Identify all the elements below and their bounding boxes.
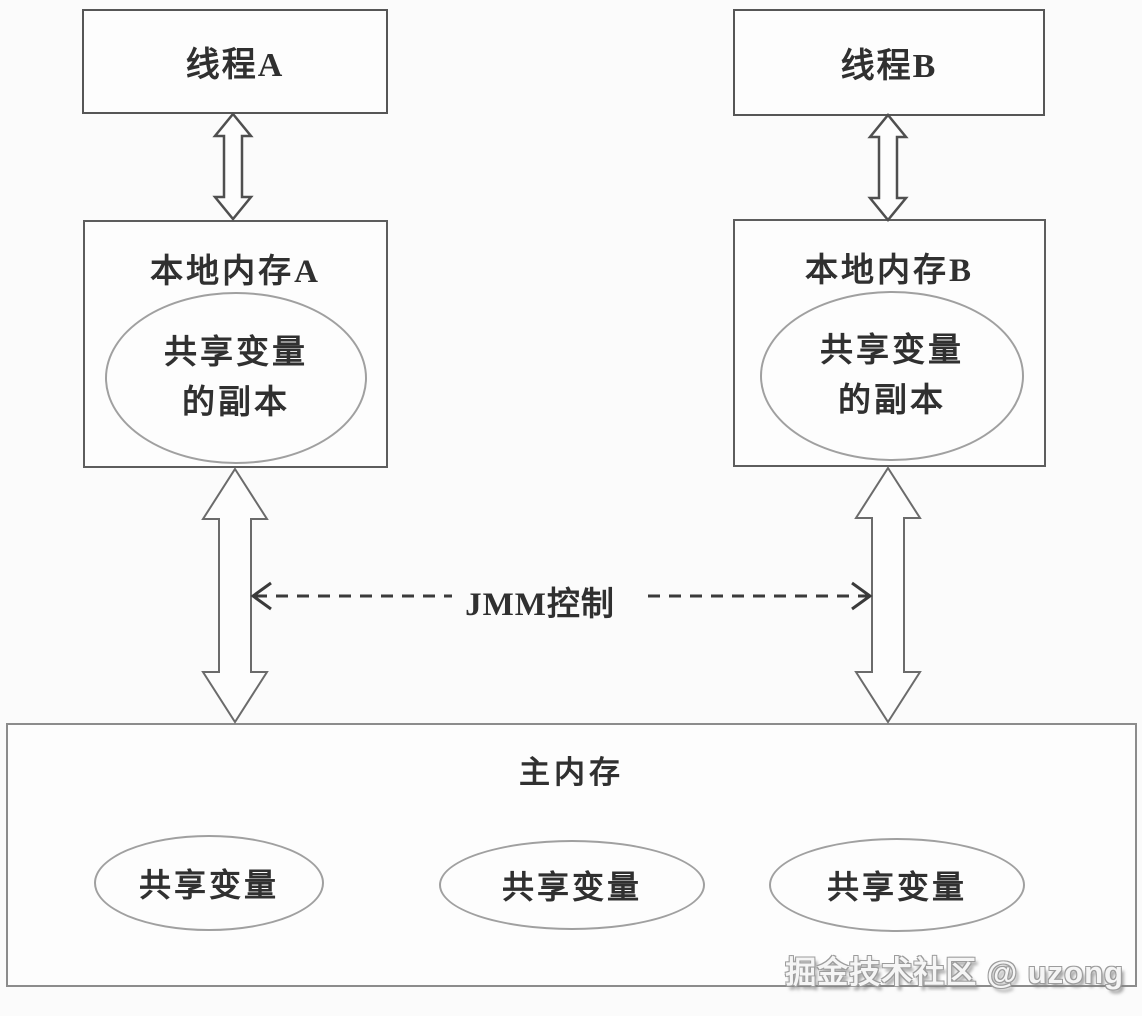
shared-variable-copy-b-line2: 的副本 [838, 383, 946, 419]
main-shared-variable-1-label: 共享变量 [138, 867, 279, 903]
shared-variable-copy-a-label: 共享变量 的副本 [164, 328, 308, 428]
watermark-text: 掘金技术社区 @ uzong [785, 955, 1124, 990]
double-arrow-thread-a-local-a-icon [212, 112, 254, 221]
double-arrow-thread-b-local-b-icon [867, 113, 909, 222]
local-memory-b-box: 本地内存B 共享变量 的副本 [733, 219, 1046, 467]
shared-variable-copy-a-line1: 共享变量 [164, 335, 308, 371]
shared-variable-copy-b-label: 共享变量 的副本 [820, 326, 964, 426]
main-shared-variable-3-label: 共享变量 [826, 869, 967, 905]
shared-variable-copy-b-line1: 共享变量 [820, 333, 964, 369]
shared-variable-copy-a-ellipse: 共享变量 的副本 [105, 292, 367, 464]
shared-variable-copy-a-line2: 的副本 [182, 385, 290, 421]
main-shared-variable-3-ellipse: 共享变量 [769, 838, 1025, 932]
main-shared-variable-1-ellipse: 共享变量 [94, 835, 324, 931]
main-memory-title: 主内存 [519, 755, 624, 790]
main-shared-variable-2-label: 共享变量 [501, 869, 642, 905]
local-memory-b-title: 本地内存B [804, 253, 974, 289]
main-memory-box: 主内存 共享变量 共享变量 共享变量 [6, 723, 1137, 987]
main-shared-variable-2-ellipse: 共享变量 [439, 840, 705, 930]
local-memory-a-box: 本地内存A 共享变量 的副本 [83, 220, 388, 468]
thread-b-label: 线程B [840, 48, 938, 85]
thread-a-box: 线程A [82, 9, 388, 114]
double-arrow-local-b-main-memory-icon [854, 466, 922, 724]
double-arrow-local-a-main-memory-icon [201, 467, 269, 724]
thread-b-box: 线程B [733, 9, 1045, 116]
local-memory-a-title: 本地内存A [150, 254, 321, 290]
jmm-dashed-arrowhead-left-icon [250, 581, 272, 611]
jmm-control-label: JMM控制 [465, 587, 615, 623]
shared-variable-copy-b-ellipse: 共享变量 的副本 [760, 291, 1024, 461]
jmm-dashed-arrowhead-right-icon [851, 581, 873, 611]
thread-a-label: 线程A [185, 47, 285, 84]
